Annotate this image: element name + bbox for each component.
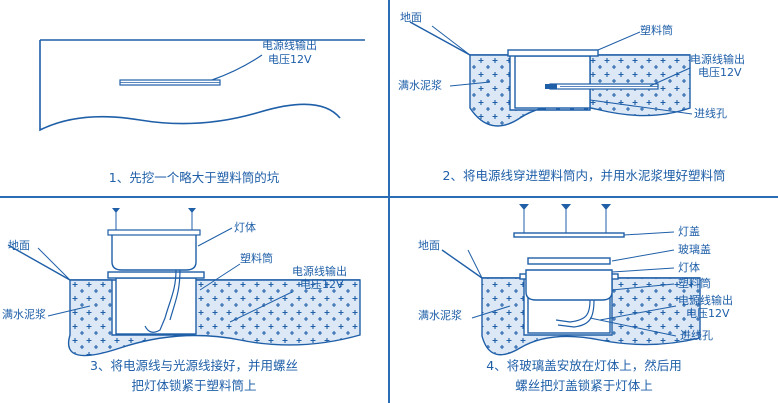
panel4-wire-label-line1: 电源线输出 [678, 294, 733, 307]
panel4-cover-label: 灯盖 [678, 225, 700, 238]
panel4-glass-cover [527, 257, 611, 265]
panel3-soil [68, 279, 361, 357]
panel4-wire-label-line2: 电压12V [686, 307, 730, 320]
panel3-caption-line1: 3、将电源线与光源线接好，并用螺丝 [90, 358, 298, 373]
panel4-leader-glass [611, 249, 675, 262]
panel2-leader-wire [649, 67, 691, 87]
panel3-leader-ground [37, 247, 71, 281]
panel1-wire-label-line2: 电压12V [268, 53, 312, 66]
panel2-tube-label: 塑料筒 [640, 24, 673, 37]
panel4-glass-label: 玻璃盖 [678, 243, 711, 256]
panel4-caption-line2: 螺丝把灯盖锁紧于灯体上 [515, 378, 653, 393]
panel3-lamp-body [111, 233, 197, 271]
panel3-leader-cement [47, 305, 91, 317]
panel4-wire [555, 299, 591, 323]
panel3-leader-wire [229, 291, 293, 323]
panel1-caption: 1、先挖一个略大于塑料筒的坑 [108, 170, 280, 185]
panel4-cement-label: 满水泥浆 [418, 309, 462, 322]
panel4-tube-label: 塑料筒 [678, 277, 711, 290]
panel3-leader-body [197, 227, 233, 247]
panel4-leader-ground [467, 249, 483, 279]
panel4-leader-tube [611, 283, 675, 291]
panel2-wire-label-line1: 电源线输出 [690, 53, 745, 66]
panel2-wire-label-line2: 电压12V [698, 66, 742, 79]
panel4-body-label: 灯体 [678, 261, 700, 274]
panel3-body-label: 灯体 [234, 221, 256, 234]
panel2-ground-label: 地面 [400, 11, 422, 24]
panel2-cement-label: 满水泥浆 [398, 79, 442, 92]
panel4-soil [481, 277, 701, 356]
panel2-caption: 2、将电源线穿进塑料筒内，并用水泥浆埋好塑料筒 [442, 168, 726, 183]
panel2-leader-tube [597, 31, 641, 51]
panel2-hole-label: 进线孔 [694, 107, 727, 120]
panel3-screws [112, 208, 196, 230]
panel3-leader-tube [199, 263, 241, 291]
divider-vertical [388, 0, 390, 403]
panel4-drawing [441, 204, 701, 356]
panel2-leader-hole [589, 99, 693, 115]
panel4-leader-body [611, 267, 675, 273]
panel4-lamp-body [525, 269, 613, 301]
panel3-plastic-tube [115, 277, 197, 335]
panel1-pit-outline [39, 39, 365, 132]
panel1-drawing [39, 39, 365, 132]
panel4-leader-cement [471, 305, 511, 319]
panel3-tube-rim [107, 271, 205, 279]
panel2-drawing [409, 21, 693, 127]
panel2-tube-rim [507, 49, 599, 57]
panel3-wire-label-line2: 电压12V [300, 278, 344, 291]
panel4-leader-wire [599, 305, 677, 321]
panel4-leader-hole [589, 317, 677, 337]
panel3-wire [144, 269, 177, 333]
panel3-drawing [7, 208, 361, 357]
panel4-ground-label: 地面 [418, 239, 440, 252]
panel3-cement-label: 满水泥浆 [2, 308, 46, 321]
panel2-plastic-tube [514, 55, 591, 109]
panel4-leader-cover [623, 231, 675, 236]
panel3-caption-line2: 把灯体锁紧于塑料筒上 [131, 378, 257, 393]
panel2-leader-ground [431, 25, 471, 56]
panel3-tube-label: 塑料筒 [240, 252, 273, 265]
panel4-hole-label: 进线孔 [680, 329, 713, 342]
panel4-caption-line1: 4、将玻璃盖安放在灯体上，然后用 [486, 358, 682, 373]
panel1-callout-leader [211, 54, 263, 81]
panel1-wire-label-line1: 电源线输出 [262, 39, 317, 52]
panel4-screws [519, 204, 611, 233]
panel4-lamp-cover [513, 232, 625, 238]
panel3-wire-label-line1: 电源线输出 [292, 265, 347, 278]
panel2-leader-cement [449, 81, 491, 87]
panel3-ground-label: 地面 [8, 239, 30, 252]
